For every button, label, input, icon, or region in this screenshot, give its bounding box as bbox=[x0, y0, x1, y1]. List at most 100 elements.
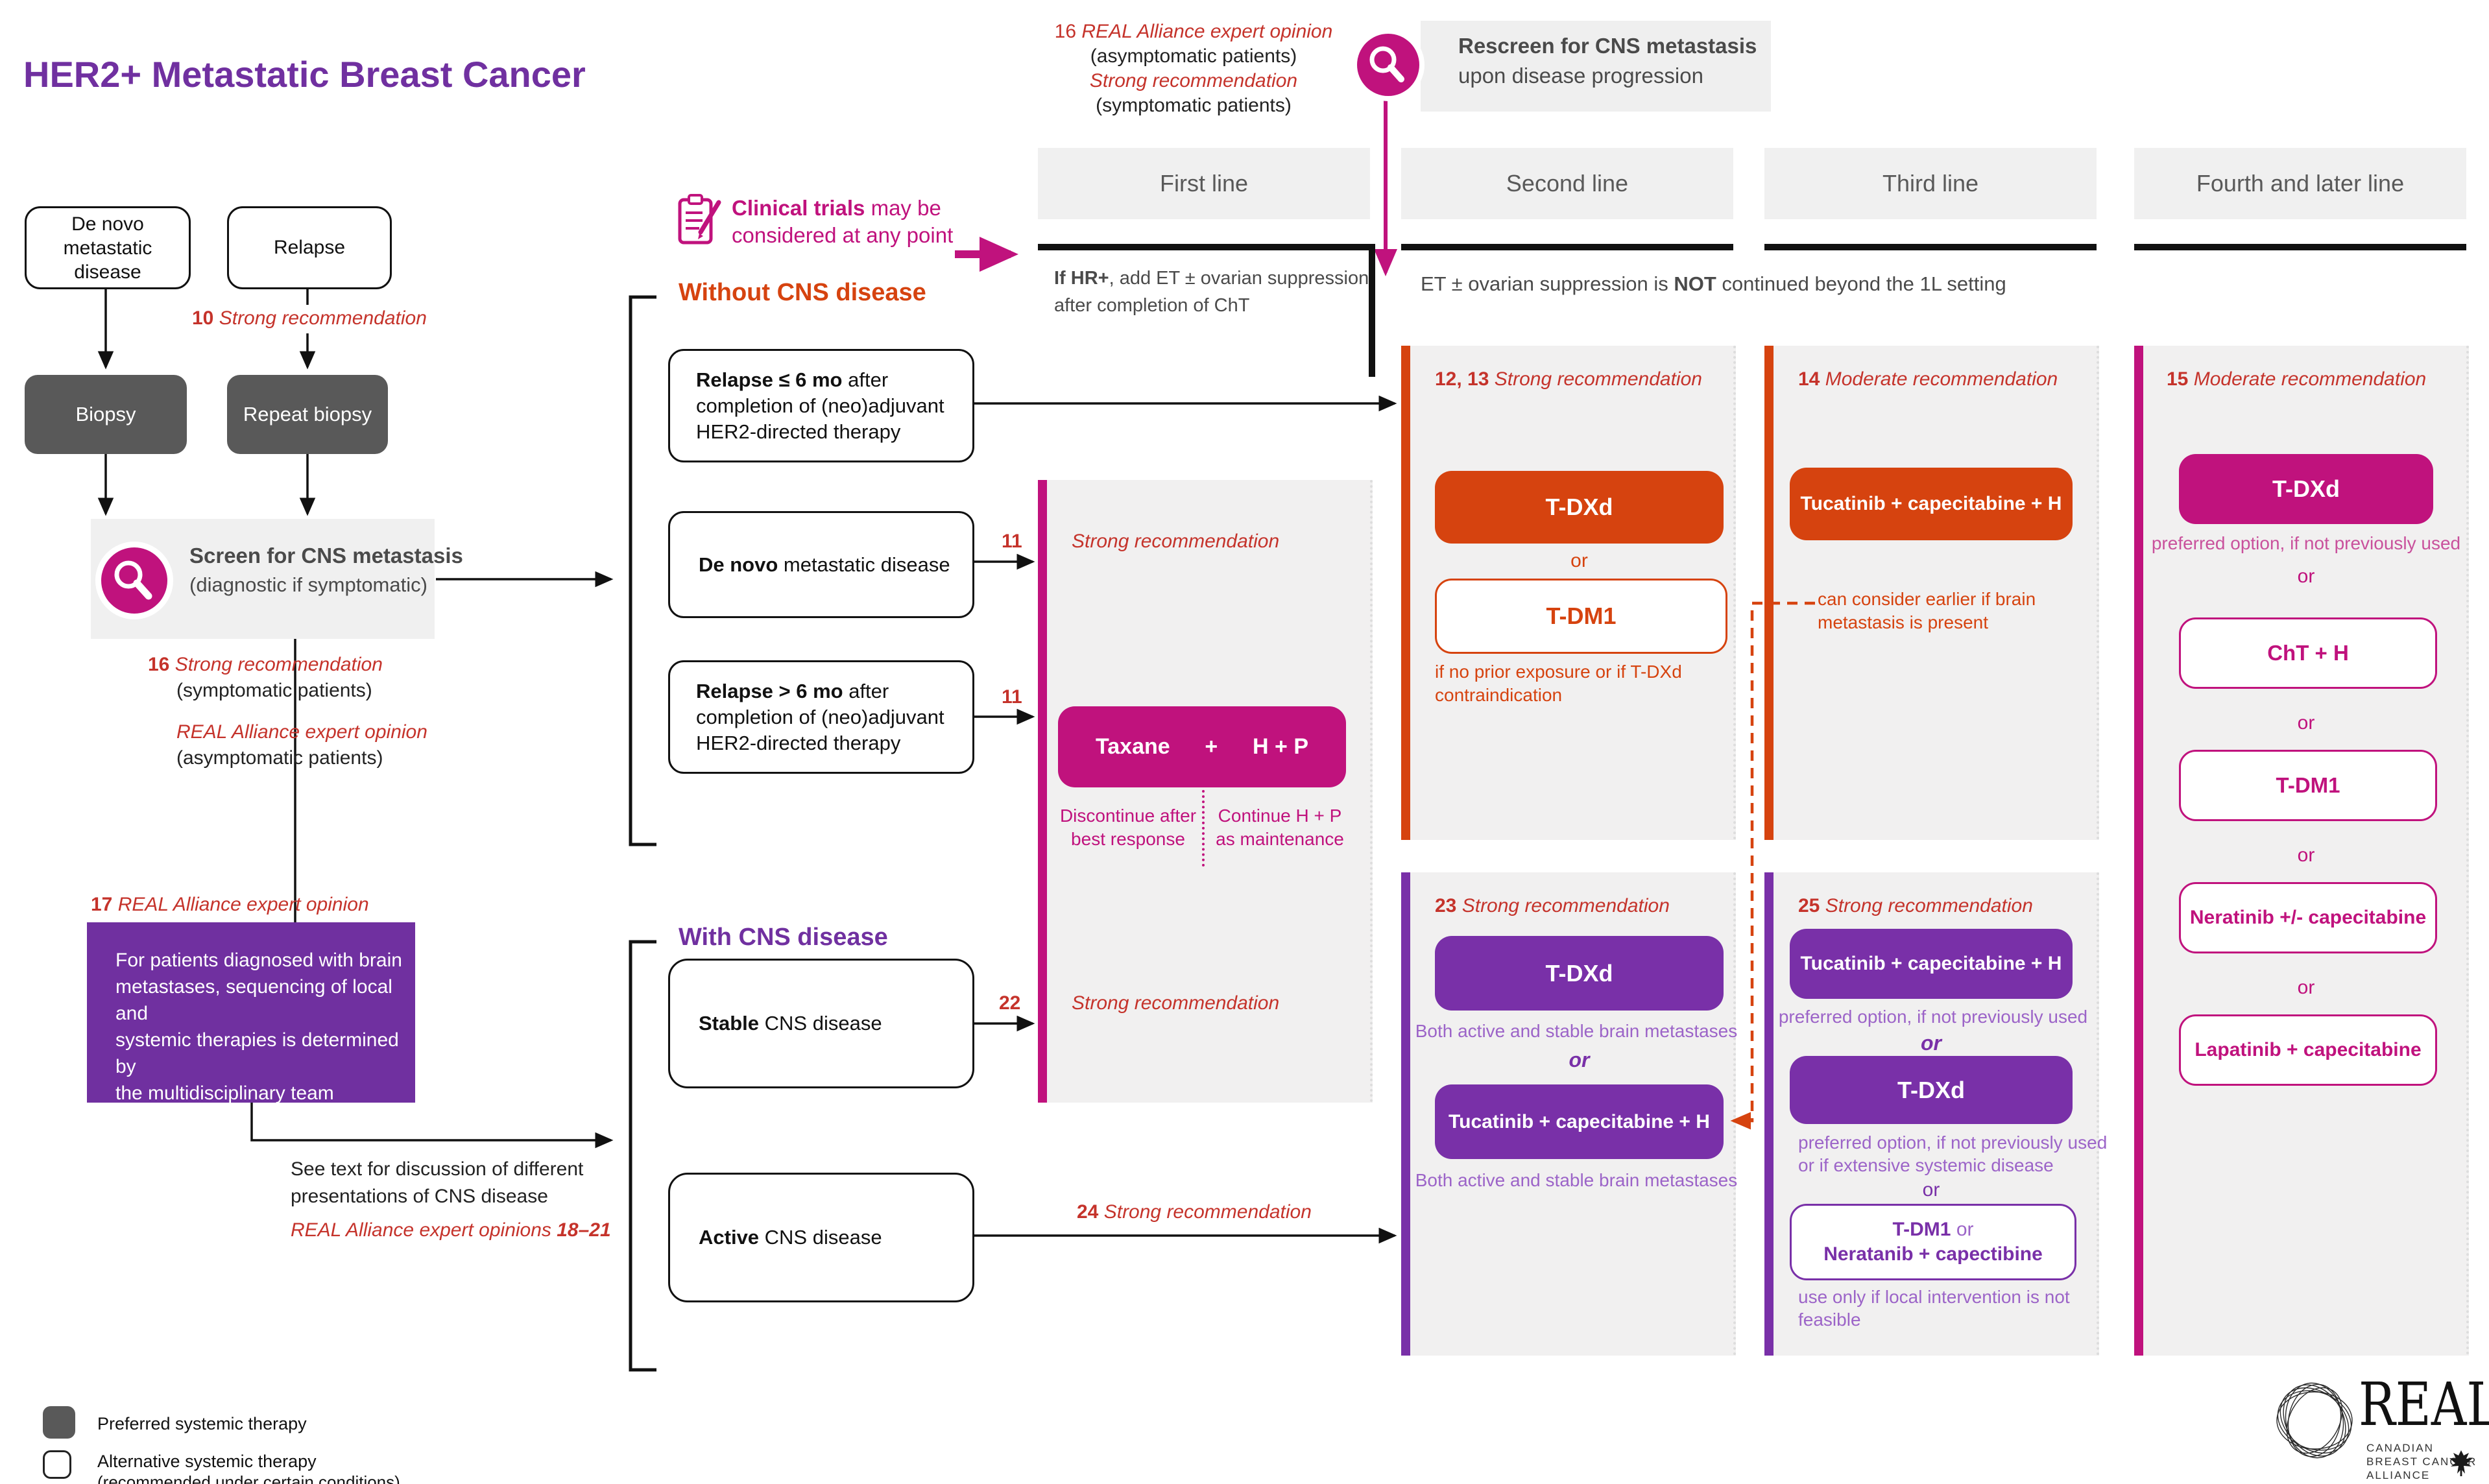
or-separator: or bbox=[2297, 566, 2315, 587]
recommendation-14: 14 Moderate recommendation bbox=[1798, 368, 2058, 390]
tdxd-box-4l: T-DXd bbox=[2179, 454, 2433, 524]
stable-cns-box: Stable CNS disease bbox=[668, 959, 974, 1088]
column-header-first-line: First line bbox=[1038, 148, 1370, 219]
tdm1-condition-note: if no prior exposure or if T-DXd contrai… bbox=[1435, 662, 1682, 705]
brain-metastases-callout: For patients diagnosed with brain metast… bbox=[87, 922, 415, 1104]
real-alliance-swirl-logo bbox=[2276, 1382, 2353, 1459]
maple-leaf-icon bbox=[2449, 1450, 2473, 1476]
recommendation-12-13: 12, 13 Strong recommendation bbox=[1435, 368, 1702, 390]
cht-h-box-4l: ChT + H bbox=[2179, 617, 2437, 689]
tucatinib-label: Tucatinib + capecitabine + H bbox=[1800, 953, 2062, 974]
rescreen-subtitle: upon disease progression bbox=[1458, 64, 1703, 88]
clinical-trials-bold: Clinical trials bbox=[732, 196, 865, 220]
relapse-box: Relapse bbox=[227, 206, 392, 289]
tdxd-label: T-DXd bbox=[1545, 959, 1613, 987]
relapse-under-6mo-box: Relapse ≤ 6 mo after completion of (neo)… bbox=[668, 349, 974, 462]
column-header-label: Second line bbox=[1506, 170, 1629, 197]
tdxd-box-2l: T-DXd bbox=[1435, 471, 1724, 544]
tdxd-label: T-DXd bbox=[1545, 494, 1613, 520]
preferred-note-1: preferred option, if not previously used bbox=[1778, 1007, 2088, 1027]
tucatinib-box-3l-cns: Tucatinib + capecitabine + H bbox=[1790, 929, 2073, 999]
screen-cns-subtitle: (diagnostic if symptomatic) bbox=[189, 573, 427, 596]
fourth-line-accent-bar bbox=[2134, 346, 2143, 1356]
tdxd-label: T-DXd bbox=[2272, 475, 2340, 502]
fourth-line-rule bbox=[2134, 244, 2466, 250]
or-separator: or bbox=[1570, 550, 1588, 571]
legend-preferred-swatch bbox=[43, 1406, 75, 1439]
legend-alternative-swatch bbox=[43, 1450, 71, 1479]
biopsy-box: Biopsy bbox=[25, 375, 187, 454]
or-separator: or bbox=[2297, 977, 2315, 998]
preferred-note-2: preferred option, if not previously used… bbox=[1798, 1132, 2108, 1175]
relapse-over-6mo-bold: Relapse > 6 mo bbox=[696, 679, 843, 702]
real-logo-subtext: CANADIAN BREAST CANCER ALLIANCE bbox=[2366, 1441, 2477, 1482]
lapatinib-label: Lapatinib + capecitabine bbox=[2194, 1039, 2422, 1060]
column-header-label: Third line bbox=[1882, 170, 1979, 197]
active-cns-bold: Active bbox=[699, 1226, 760, 1249]
tdxd-box-2l-cns: T-DXd bbox=[1435, 936, 1724, 1011]
tdm1-neratanib-box-3l-cns: T-DM1 or Neratanib + capectibine bbox=[1790, 1204, 2076, 1280]
first-line-rule-vertical bbox=[1369, 244, 1375, 377]
expert-opinions-18-21: REAL Alliance expert opinions 18–21 bbox=[291, 1219, 611, 1241]
or-separator: or bbox=[1569, 1048, 1590, 1071]
first-line-panel bbox=[1038, 480, 1373, 1103]
maintenance-divider bbox=[1202, 790, 1205, 867]
real-logo-sub1: CANADIAN bbox=[2366, 1442, 2434, 1454]
real-logo-sub2: BREAST CANCER bbox=[2366, 1455, 2477, 1468]
hp-label: H + P bbox=[1253, 734, 1308, 759]
second-line-accent-bar-no-cns bbox=[1401, 346, 1410, 840]
column-header-label: First line bbox=[1159, 170, 1249, 197]
relapse-under-6mo-line3: HER2-directed therapy bbox=[696, 420, 901, 443]
recommendation-16: 16 Strong recommendation bbox=[148, 654, 383, 675]
de-novo-metastatic-rest: metastatic disease bbox=[778, 553, 950, 576]
repeat-biopsy-box: Repeat biopsy bbox=[227, 375, 388, 454]
recommendation-16-asym: (asymptomatic patients) bbox=[176, 747, 383, 769]
stable-cns-bold: Stable bbox=[699, 1012, 760, 1035]
note-line-3: Strong recommendation bbox=[1089, 70, 1298, 91]
recommendation-16-sym: (symptomatic patients) bbox=[176, 680, 372, 701]
relapse-over-6mo-line3: HER2-directed therapy bbox=[696, 731, 901, 754]
et-note-bold: NOT bbox=[1674, 272, 1716, 295]
relapse-over-6mo-line2: completion of (neo)adjuvant bbox=[696, 705, 944, 728]
tdm1-label: T-DM1 bbox=[1546, 603, 1617, 629]
third-line-accent-bar-no-cns bbox=[1764, 346, 1774, 840]
legend-preferred-label: Preferred systemic therapy bbox=[97, 1414, 307, 1433]
page-title: HER2+ Metastatic Breast Cancer bbox=[23, 54, 586, 95]
tucatinib-box-2l-cns: Tucatinib + capecitabine + H bbox=[1435, 1084, 1724, 1159]
real-logo-wordmark: REAL bbox=[2359, 1370, 2489, 1439]
recommendation-22: Strong recommendation bbox=[1072, 992, 1280, 1014]
magnifier-icon-screen bbox=[95, 542, 173, 619]
discontinue-note: Discontinue after best response bbox=[1059, 806, 1197, 849]
ref-11-relapse: 11 bbox=[1002, 686, 1022, 708]
rescreen-banner bbox=[1421, 21, 1771, 112]
third-line-panel-no-cns bbox=[1764, 346, 2099, 840]
relapse-over-6mo-box: Relapse > 6 mo after completion of (neo)… bbox=[668, 660, 974, 774]
consider-earlier-note: can consider earlier if brain metastasis… bbox=[1818, 589, 2036, 632]
hr-note-bold: If HR+ bbox=[1054, 268, 1109, 289]
ref-22: 22 bbox=[999, 992, 1021, 1014]
rescreen-recommendation-note: 16 REAL Alliance expert opinion (asympto… bbox=[1018, 19, 1369, 118]
legend-alternative-label: Alternative systemic therapy bbox=[97, 1452, 317, 1471]
first-line-accent-bar bbox=[1038, 480, 1047, 1103]
cht-h-label: ChT + H bbox=[2267, 641, 2349, 665]
tucatinib-label: Tucatinib + capecitabine + H bbox=[1449, 1110, 1710, 1132]
screen-cns-title: Screen for CNS metastasis bbox=[189, 544, 463, 568]
see-text-note-line1: See text for discussion of different bbox=[291, 1158, 584, 1180]
taxane-hp-box: Taxane + H + P bbox=[1058, 706, 1346, 787]
column-header-second-line: Second line bbox=[1401, 148, 1733, 219]
or-separator: or bbox=[2297, 712, 2315, 734]
et-note-pre: ET ± ovarian suppression is bbox=[1421, 272, 1674, 295]
tdxd-label: T-DXd bbox=[1897, 1076, 1965, 1103]
or-separator: or bbox=[1921, 1031, 1942, 1055]
tdm1-label: T-DM1 bbox=[2276, 773, 2340, 797]
tdm1-or: or bbox=[1951, 1219, 1974, 1240]
neratinib-label: Neratinib +/- capecitabine bbox=[2189, 907, 2427, 928]
hr-note-rest: , add ET ± ovarian suppression bbox=[1109, 268, 1369, 289]
second-line-accent-bar-cns bbox=[1401, 872, 1410, 1356]
preferred-note-4l: preferred option, if not previously used bbox=[2151, 533, 2461, 553]
continue-note: Continue H + P as maintenance bbox=[1216, 806, 1344, 849]
stable-cns-rest: CNS disease bbox=[759, 1012, 882, 1035]
neratinib-box-4l: Neratinib +/- capecitabine bbox=[2179, 882, 2437, 953]
rescreen-title: Rescreen for CNS metastasis bbox=[1458, 34, 1757, 58]
